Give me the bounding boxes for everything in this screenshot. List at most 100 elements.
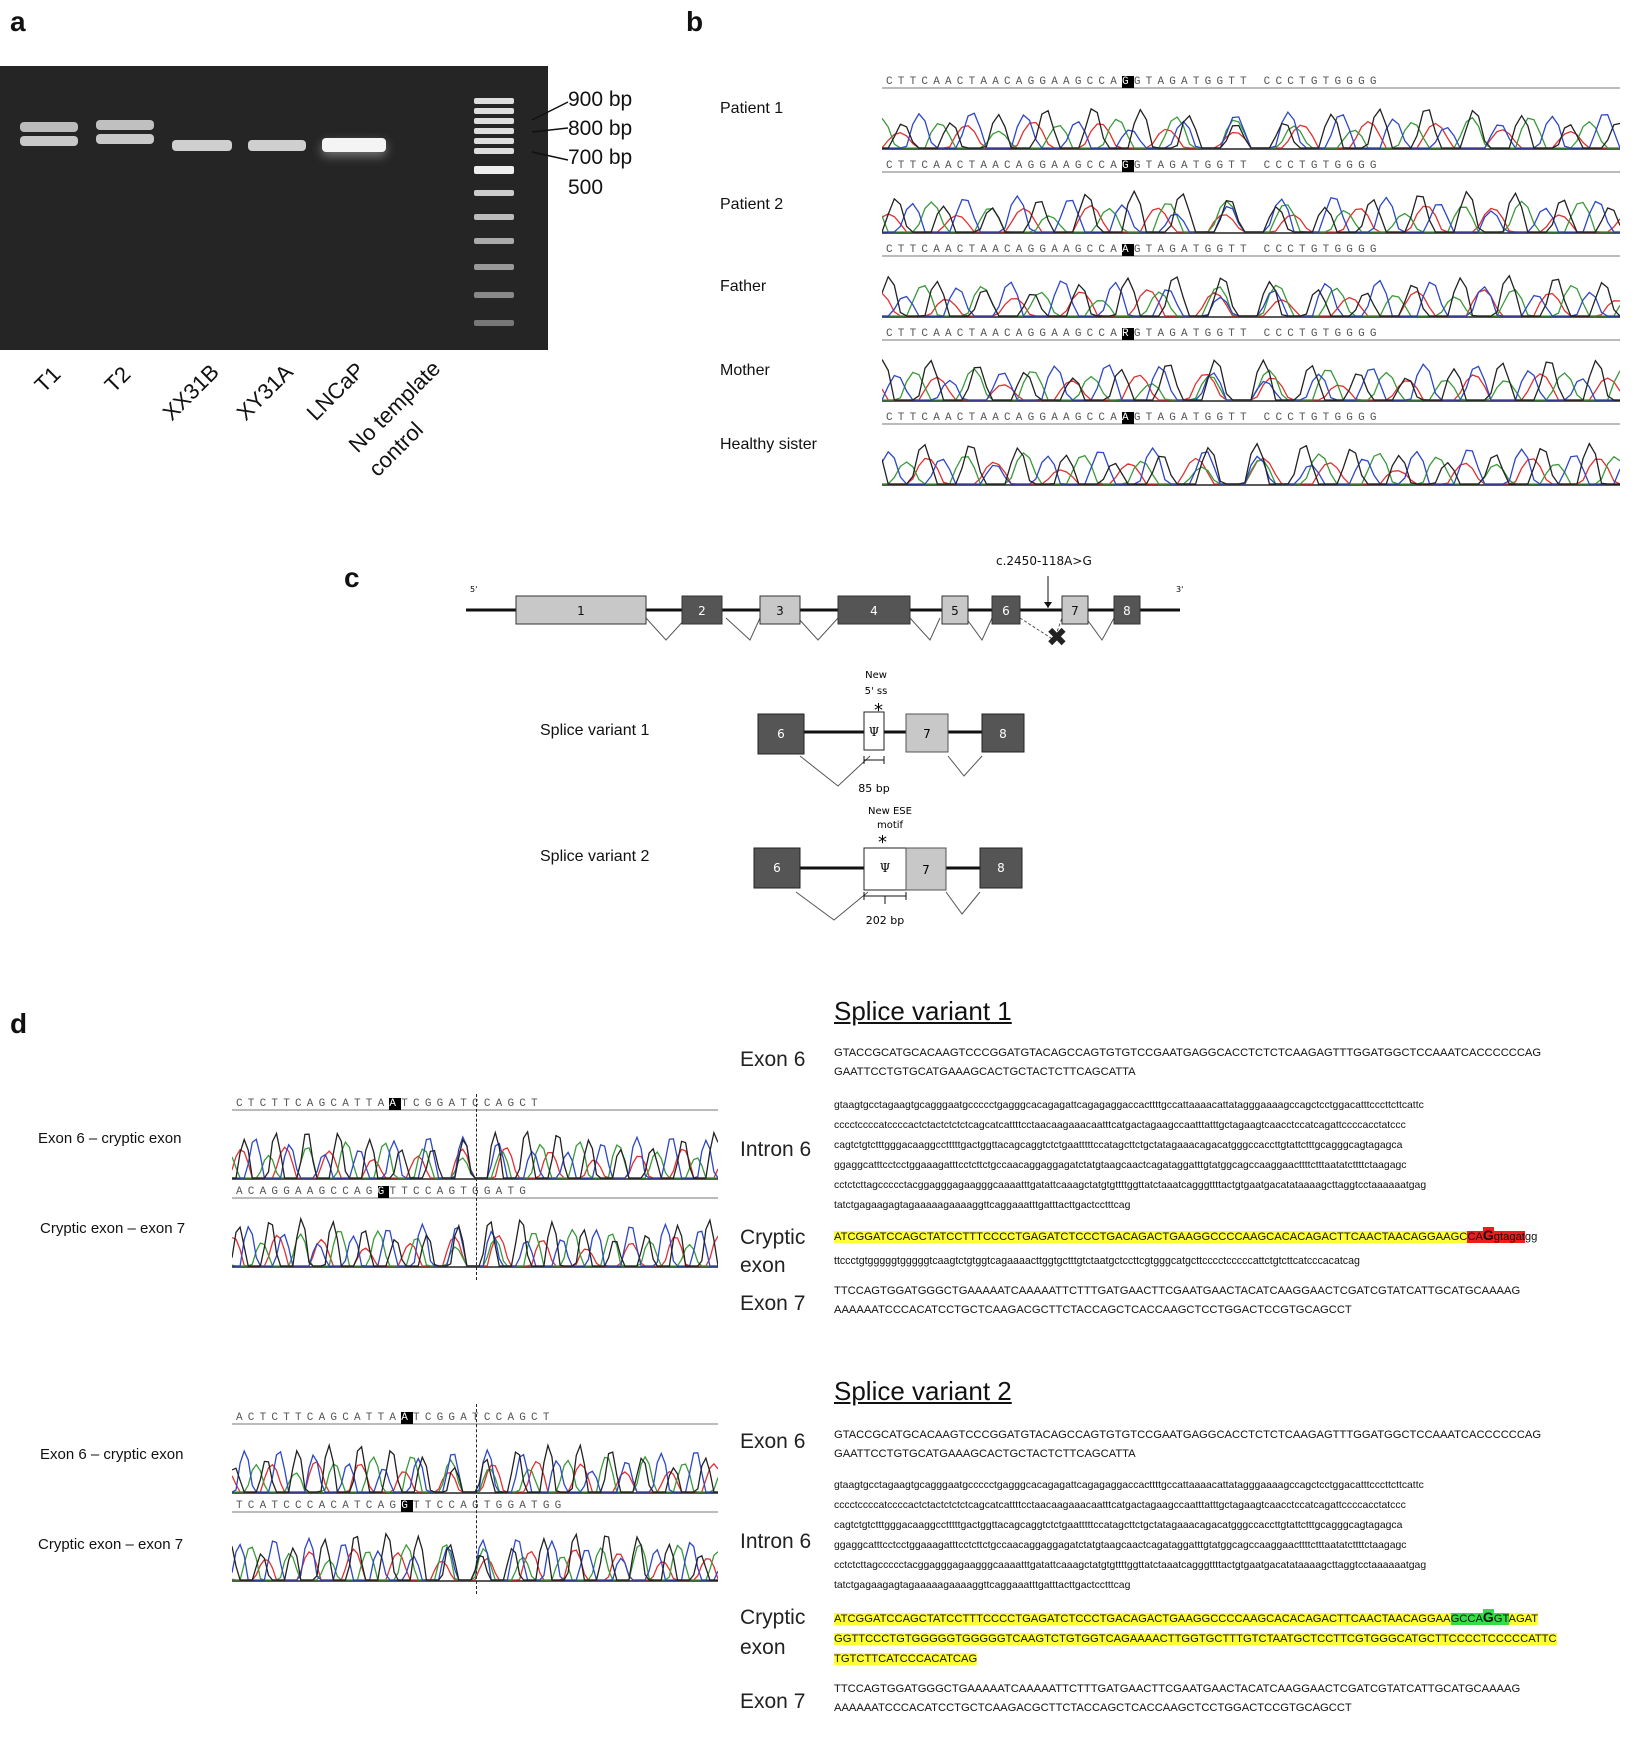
exon-label: 6 [773, 861, 781, 875]
variant-base: A [401, 1412, 414, 1424]
variant-base: G [1122, 160, 1134, 172]
sequence-text: CTCTTCAGCATTA [236, 1098, 390, 1110]
trace-line [882, 189, 1620, 233]
chromatogram [882, 87, 1620, 150]
size-label: 202 bp [866, 914, 904, 927]
sequence-text: GTAGATGGTT CCCTGTGGGG [1133, 76, 1382, 88]
sample-label: Father [720, 278, 767, 295]
cryptic-label-1: Cryptic [740, 1226, 806, 1249]
gel-band [96, 134, 154, 144]
exon7-sequence: TTCCAGTGGATGGGCTGAAAAATCAAAAATTCTTTGATGA… [834, 1285, 1521, 1316]
ladder-band [474, 108, 514, 114]
exon6-sequence: GTACCGCATGCACAAGTCCCGGATGTACAGCCAGTGTGTC… [834, 1047, 1542, 1078]
exon-number: 6 [1002, 604, 1010, 618]
ladder-band [474, 128, 514, 134]
bp-label-800: 800 bp [568, 117, 633, 140]
sample-sequence: CTTCAACTAACAGGAAGCCAGGTAGATGGTT CCCTGTGG… [886, 76, 1382, 88]
chromatogram [882, 339, 1620, 402]
ladder-band [474, 118, 514, 124]
exon-number: 7 [1071, 604, 1079, 618]
sample-sequence: CTTCAACTAACAGGAAGCCAGGTAGATGGTT CCCTGTGG… [886, 160, 1382, 172]
exon-box [515, 595, 647, 625]
mutation-label: c.2450-118A>G [996, 554, 1092, 568]
exon-box [941, 595, 969, 625]
trace-line [232, 1216, 718, 1267]
exon6-label: Exon 6 [740, 1430, 806, 1453]
cryptic-label-2: exon [740, 1254, 786, 1277]
trace-line [882, 107, 1620, 149]
sequence-text: CTTCAACTAACAGGAAGCCA [886, 76, 1123, 88]
exon-label: 8 [997, 861, 1005, 875]
trace-label: Cryptic exon – exon 7 [40, 1220, 186, 1237]
gel-band [20, 136, 78, 146]
bp-label-500: 500 [568, 176, 604, 199]
exon-number: 1 [577, 604, 585, 618]
sequence-text: TTCCAGTGGATGG [413, 1500, 567, 1512]
exon7-sequence: TTCCAGTGGATGGGCTGAAAAATCAAAAATTCTTTGATGA… [834, 1683, 1521, 1714]
ese-motif-highlight: GCCA [1450, 1613, 1483, 1625]
lane-label-xx31b: XX31B [157, 359, 224, 426]
chromatogram [232, 1197, 718, 1268]
pseudo-exon-label: Ψ [880, 861, 891, 875]
cryptic-line-2-text: GGTTCCCTGTGGGGGTGGGGGTCAAGTCTGTGGTCAGAAA… [834, 1633, 1557, 1645]
asterisk-icon: * [878, 832, 887, 853]
exon-box [1113, 595, 1141, 625]
gel-band [248, 140, 306, 151]
new-ese-label: New ESE [868, 806, 912, 817]
sequence-text: GTAGATGGTT CCCTGTGGGG [1133, 244, 1382, 256]
ladder-band [474, 214, 514, 220]
lane-label-lncap: LNCaP [301, 357, 370, 426]
sequence-text: TCGGATCCAGCT [401, 1098, 543, 1110]
cryptic-label-1: Cryptic [740, 1606, 806, 1629]
panel-c-letter: c [344, 562, 360, 593]
trace-line [882, 442, 1620, 485]
exon-box [991, 595, 1021, 625]
ladder-band [474, 138, 514, 144]
chromatogram [882, 171, 1620, 234]
chromatogram [232, 1423, 718, 1494]
trace-line [882, 110, 1620, 149]
ese-motif-tail: GT [1493, 1613, 1509, 1625]
exon-label: 7 [923, 727, 931, 741]
gel-band [20, 122, 78, 132]
exon-number: 5 [951, 604, 959, 618]
trace-line [232, 1130, 718, 1179]
five-prime-label: 5' [470, 585, 477, 594]
trace-line [882, 284, 1620, 317]
cryptic-exon-highlight: ATCGGATCCAGCTATCCTTTCCCCTGAGATCTCCCTGACA… [834, 1231, 1468, 1243]
sample-sequence: CTTCAACTAACAGGAAGCCAAGTAGATGGTT CCCTGTGG… [886, 244, 1382, 256]
donor-site: gtagat [1493, 1231, 1525, 1243]
trace-label: Exon 6 – cryptic exon [38, 1130, 182, 1147]
junction-sequence: ACTCTTCAGCATTAATCGGATCCAGCT [236, 1412, 555, 1424]
variant-base: A [1122, 412, 1134, 424]
splice-variant-1-diagram: New 5' ss * 6 Ψ 7 8 85 bp [757, 670, 1025, 795]
cross-icon: ✖ [1046, 623, 1068, 653]
trace-line [882, 367, 1620, 401]
bp-pointers [531, 101, 569, 161]
trace-line [882, 358, 1620, 401]
exon-number: 8 [1123, 604, 1131, 618]
sequence-text: CTTCAACTAACAGGAAGCCA [886, 160, 1123, 172]
ladder-band [474, 98, 514, 104]
exon7-label: Exon 7 [740, 1690, 806, 1713]
new-ese-label-2: motif [877, 820, 904, 831]
mutant-base: G [1482, 1609, 1494, 1625]
cryptic-line-3: TGTCTTCATCCCACATCAG [834, 1650, 978, 1669]
panel-b-letter: b [686, 6, 704, 37]
trace-line [882, 116, 1620, 149]
panel-d-letter: d [10, 1008, 28, 1039]
intron6-label: Intron 6 [740, 1138, 812, 1161]
junction-sequence: ACAGGAAGCCAGGTTCCAGTGGATG [236, 1186, 531, 1198]
ladder-band [474, 148, 514, 154]
trace-line [882, 194, 1620, 233]
sequence-text: ACTCTTCAGCATTA [236, 1412, 402, 1424]
variant-base: G [1122, 76, 1134, 88]
exon-label: 7 [922, 863, 930, 877]
cryptic-line-2: GGTTCCCTGTGGGGGTGGGGGTCAAGTCTGTGGTCAGAAA… [834, 1630, 1557, 1649]
intron6-sequence: gtaagtgcctagaagtgcagggaatgccccctgagggcac… [834, 1100, 1427, 1211]
sequence-text: GTAGATGGTT CCCTGTGGGG [1133, 412, 1382, 424]
exon-box [1061, 595, 1089, 625]
mutant-base: G [1482, 1227, 1494, 1243]
trace-line [882, 279, 1620, 317]
